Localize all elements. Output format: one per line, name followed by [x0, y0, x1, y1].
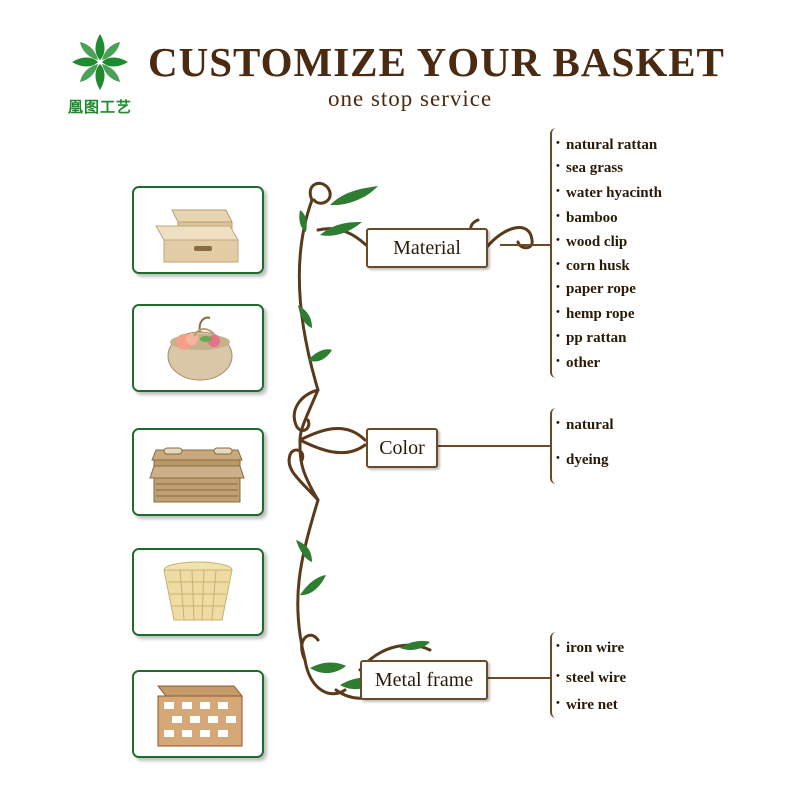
option-item: pp rattan	[556, 330, 627, 347]
option-item: natural	[556, 417, 613, 434]
brand-logo: 凰图工艺	[60, 30, 140, 120]
metal-frame-options-list: iron wire steel wire wire net	[550, 632, 672, 718]
category-metal-frame: Metal frame	[360, 660, 488, 700]
material-options-list: natural rattan sea grass water hyacinth …	[550, 128, 702, 378]
option-item: hemp rope	[556, 306, 635, 323]
option-item: paper rope	[556, 281, 636, 298]
option-item: wood clip	[556, 234, 627, 251]
category-color: Color	[366, 428, 438, 468]
option-item: iron wire	[556, 640, 624, 657]
page-subtitle: one stop service	[328, 86, 493, 111]
leaf-icon	[330, 186, 378, 206]
page-title: CUSTOMIZE YOUR BASKET	[148, 39, 725, 85]
option-item: bamboo	[556, 210, 618, 227]
option-item: sea grass	[556, 160, 623, 177]
option-item: wire net	[556, 697, 618, 714]
rattan-storage-boxes-photo	[132, 186, 264, 274]
color-options-list: natural dyeing	[550, 408, 672, 484]
bamboo-basket-photo	[132, 548, 264, 636]
seagrass-baskets-photo	[132, 428, 264, 516]
option-item: natural rattan	[556, 137, 657, 154]
option-item: dyeing	[556, 452, 608, 469]
logo-text: 凰图工艺	[67, 98, 132, 116]
apple-basket-photo	[132, 304, 264, 392]
option-item: water hyacinth	[556, 185, 662, 202]
option-item: other	[556, 355, 600, 372]
category-material: Material	[366, 228, 488, 268]
paper-rope-basket-photo	[132, 670, 264, 758]
option-item: steel wire	[556, 670, 626, 687]
option-item: corn husk	[556, 258, 630, 275]
logo-emblem-icon	[72, 34, 128, 90]
